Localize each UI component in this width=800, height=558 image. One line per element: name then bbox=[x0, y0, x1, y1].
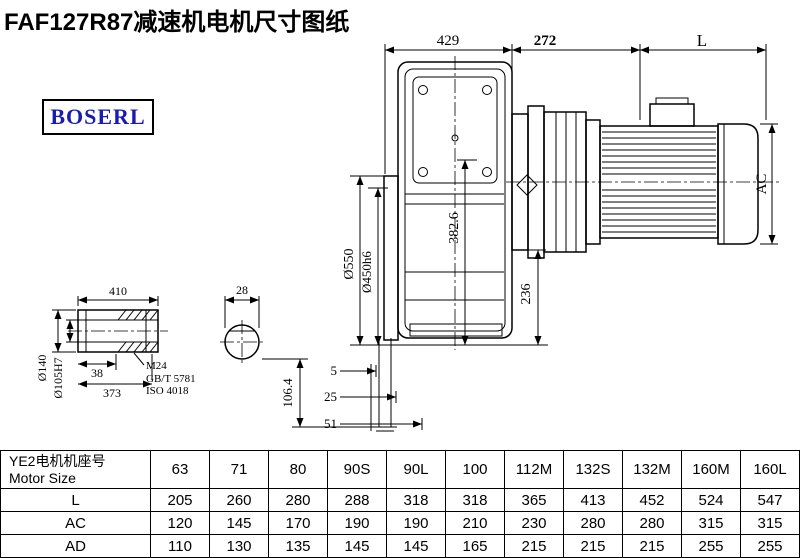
table-header-cell: 132S bbox=[563, 450, 623, 489]
table-header-cell: 132M bbox=[622, 450, 682, 489]
table-cell: 120 bbox=[150, 511, 210, 535]
table-row: L 205 260 280 288 318 318 365 413 452 52… bbox=[0, 488, 800, 512]
table-cell: 280 bbox=[563, 511, 623, 535]
table-header-cell: 100 bbox=[445, 450, 505, 489]
table-cell: 255 bbox=[681, 534, 741, 558]
left-dimensions: Ø550 Ø450h6 382.6 236 bbox=[342, 159, 548, 346]
table-header-motor-size: YE2电机机座号 Motor Size bbox=[0, 450, 151, 489]
dim-382-6: 382.6 bbox=[447, 212, 462, 244]
table-header-cell: 112M bbox=[504, 450, 564, 489]
table-cell: 452 bbox=[622, 488, 682, 512]
table-cell: 280 bbox=[268, 488, 328, 512]
table-cell: 280 bbox=[622, 511, 682, 535]
table-cell: 413 bbox=[563, 488, 623, 512]
dim-429: 429 bbox=[437, 33, 460, 49]
label-gbt-5781: GB/T 5781 bbox=[146, 373, 196, 385]
center-lines bbox=[68, 56, 780, 364]
table-header-cell: 90L bbox=[386, 450, 446, 489]
dim-L: L bbox=[697, 31, 707, 50]
motor-size-table: YE2电机机座号 Motor Size 63 71 80 90S 90L 100… bbox=[0, 450, 800, 558]
technical-drawing: 429 272 L AC Ø550 Ø450h6 382.6 236 bbox=[35, 31, 780, 432]
table-cell: 110 bbox=[150, 534, 210, 558]
table-row-label: AC bbox=[0, 511, 151, 535]
table-cell: 365 bbox=[504, 488, 564, 512]
foot-offset-dimensions: 5 25 51 106.4 bbox=[262, 358, 423, 431]
table-cell: 288 bbox=[327, 488, 387, 512]
table-cell: 215 bbox=[563, 534, 623, 558]
table-cell: 215 bbox=[622, 534, 682, 558]
dim-272: 272 bbox=[534, 33, 557, 49]
top-dimensions: 429 272 L bbox=[384, 31, 767, 174]
dim-25: 25 bbox=[324, 389, 337, 404]
dim-51: 51 bbox=[324, 416, 337, 431]
table-cell: 230 bbox=[504, 511, 564, 535]
brand-logo: BOSERL bbox=[42, 99, 154, 135]
table-header-cell: 160L bbox=[740, 450, 800, 489]
output-flange bbox=[383, 175, 399, 341]
table-cell: 260 bbox=[209, 488, 269, 512]
terminal-box bbox=[649, 103, 695, 127]
table-cell: 145 bbox=[209, 511, 269, 535]
table-cell: 215 bbox=[504, 534, 564, 558]
table-header-en: Motor Size bbox=[9, 469, 76, 486]
eye-bolt-icon bbox=[516, 174, 538, 196]
mounting-foot bbox=[373, 338, 397, 432]
table-cell: 255 bbox=[740, 534, 800, 558]
table-cell: 210 bbox=[445, 511, 505, 535]
table-header-cell: 63 bbox=[150, 450, 210, 489]
table-row-label: L bbox=[0, 488, 151, 512]
shaft-section-circle: 28 bbox=[224, 283, 260, 360]
dim-dia105h7: Ø105H7 bbox=[51, 357, 65, 398]
table-cell: 547 bbox=[740, 488, 800, 512]
dim-5: 5 bbox=[331, 363, 338, 378]
ac-dimension: AC bbox=[754, 123, 778, 245]
label-m24: M24 bbox=[146, 360, 167, 372]
dim-dia450h6: Ø450h6 bbox=[359, 251, 374, 293]
table-cell: 170 bbox=[268, 511, 328, 535]
table-cell: 145 bbox=[386, 534, 446, 558]
table-cell: 205 bbox=[150, 488, 210, 512]
shaft-detail: 410 38 373 M24 GB/T 5781 ISO 4018 Ø140 Ø… bbox=[35, 284, 196, 400]
table-cell: 315 bbox=[681, 511, 741, 535]
table-cell: 318 bbox=[445, 488, 505, 512]
table-header-cell: 71 bbox=[209, 450, 269, 489]
page-title: FAF127R87减速机电机尺寸图纸 bbox=[4, 9, 350, 36]
table-cell: 190 bbox=[386, 511, 446, 535]
dim-28: 28 bbox=[236, 283, 248, 297]
dim-373: 373 bbox=[103, 386, 121, 400]
dim-106-4: 106.4 bbox=[280, 378, 295, 408]
table-cell: 315 bbox=[740, 511, 800, 535]
label-iso-4018: ISO 4018 bbox=[146, 385, 189, 397]
dim-dia550: Ø550 bbox=[342, 248, 357, 279]
table-cell: 145 bbox=[327, 534, 387, 558]
dim-AC: AC bbox=[754, 174, 770, 195]
dim-410: 410 bbox=[109, 284, 127, 298]
brand-logo-text: BOSERL bbox=[50, 104, 146, 129]
table-cell: 130 bbox=[209, 534, 269, 558]
dim-dia140: Ø140 bbox=[35, 355, 49, 382]
table-cell: 318 bbox=[386, 488, 446, 512]
dim-38: 38 bbox=[91, 366, 103, 380]
table-header-row: YE2电机机座号 Motor Size 63 71 80 90S 90L 100… bbox=[0, 450, 800, 489]
table-header-cell: 90S bbox=[327, 450, 387, 489]
table-row-label: AD bbox=[0, 534, 151, 558]
fan-cover bbox=[717, 123, 759, 245]
table-cell: 524 bbox=[681, 488, 741, 512]
table-cell: 190 bbox=[327, 511, 387, 535]
dim-236: 236 bbox=[519, 284, 534, 305]
table-row: AD 110 130 135 145 145 165 215 215 215 2… bbox=[0, 534, 800, 558]
table-cell: 165 bbox=[445, 534, 505, 558]
table-row: AC 120 145 170 190 190 210 230 280 280 3… bbox=[0, 511, 800, 535]
table-header-cell: 80 bbox=[268, 450, 328, 489]
table-cell: 135 bbox=[268, 534, 328, 558]
table-header-cn: YE2电机机座号 bbox=[9, 452, 106, 469]
table-header-cell: 160M bbox=[681, 450, 741, 489]
motor bbox=[599, 97, 759, 245]
